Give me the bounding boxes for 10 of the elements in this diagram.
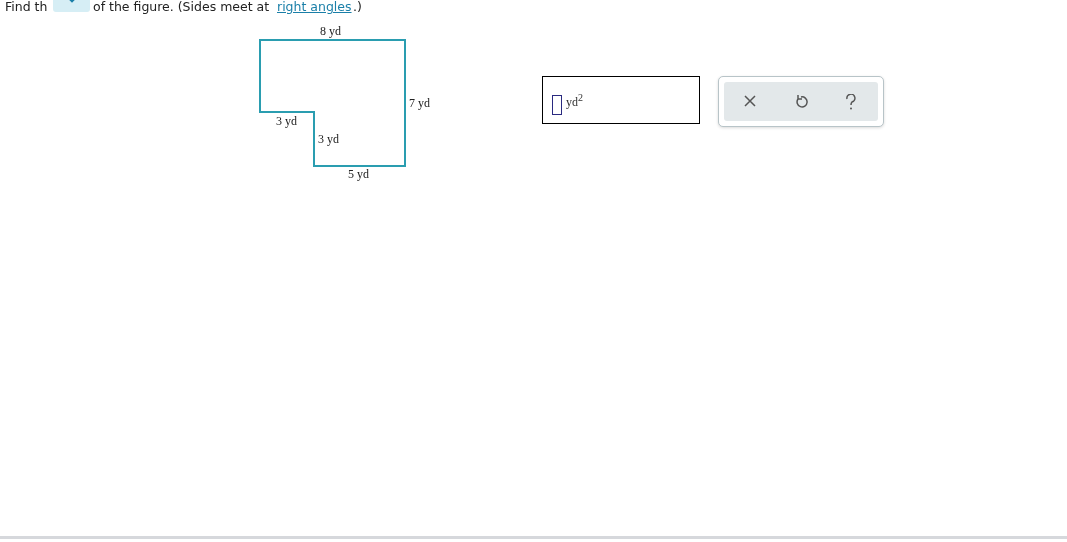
question-text: Find th	[5, 0, 48, 13]
dimension-label: 3 yd	[318, 132, 339, 146]
dimension-label: 7 yd	[409, 96, 430, 110]
question-text: of the figure. (Sides meet at	[93, 0, 270, 13]
unit-label: yd$^{2}$	[566, 91, 583, 109]
question-text: .)	[353, 0, 362, 13]
dimension-label: 8 yd	[320, 24, 341, 38]
dimension-label: 5 yd	[348, 167, 369, 181]
glossary-link: right angles	[277, 0, 352, 13]
dimension-label: 3 yd	[276, 114, 297, 128]
